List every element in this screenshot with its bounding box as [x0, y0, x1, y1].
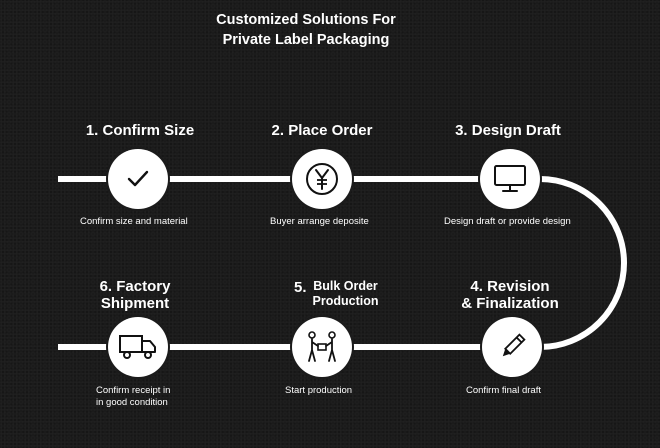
step-6-description: Confirm receipt in in good condition: [96, 385, 170, 409]
step-3-title: 3. Design Draft: [455, 122, 561, 139]
step-2-node: [292, 149, 352, 209]
step-1-title: 1. Confirm Size: [85, 122, 195, 139]
pencil-icon: [502, 333, 526, 357]
monitor-icon: [494, 165, 526, 192]
workers-icon: [308, 331, 336, 362]
title-line-1: Customized Solutions For: [216, 12, 396, 28]
step-5-description: Start production: [285, 385, 353, 396]
step-5-title: 5. Bulk Order Production: [294, 279, 379, 308]
title-line-2: Private Label Packaging: [222, 32, 390, 48]
step-2-description: Buyer arrange deposite: [270, 216, 369, 227]
step-6-description-line-2: in good condition: [96, 397, 168, 408]
step-1-description: Confirm size and material: [80, 216, 188, 227]
yen-icon: [306, 163, 338, 195]
step-1-node: [108, 149, 168, 209]
step-4-title: 4. Revision & Finalization: [461, 278, 559, 312]
step-6-node: [108, 317, 168, 377]
step-6-description-line-1: Confirm receipt in: [96, 385, 171, 396]
step-2-title: 2. Place Order: [271, 122, 373, 139]
truck-icon: [119, 335, 156, 359]
step-3-description: Design draft or provide design: [444, 216, 571, 227]
diagram-title: Customized Solutions For Private Label P…: [170, 10, 442, 50]
track-line: [58, 176, 627, 350]
step-3-node: [480, 149, 540, 209]
step-5-node: [292, 317, 352, 377]
step-6-title: 6. Factory Shipment: [99, 278, 171, 312]
checkmark-icon: [127, 170, 149, 187]
step-4-description: Confirm final draft: [466, 385, 541, 396]
step-4-node: [482, 317, 542, 377]
